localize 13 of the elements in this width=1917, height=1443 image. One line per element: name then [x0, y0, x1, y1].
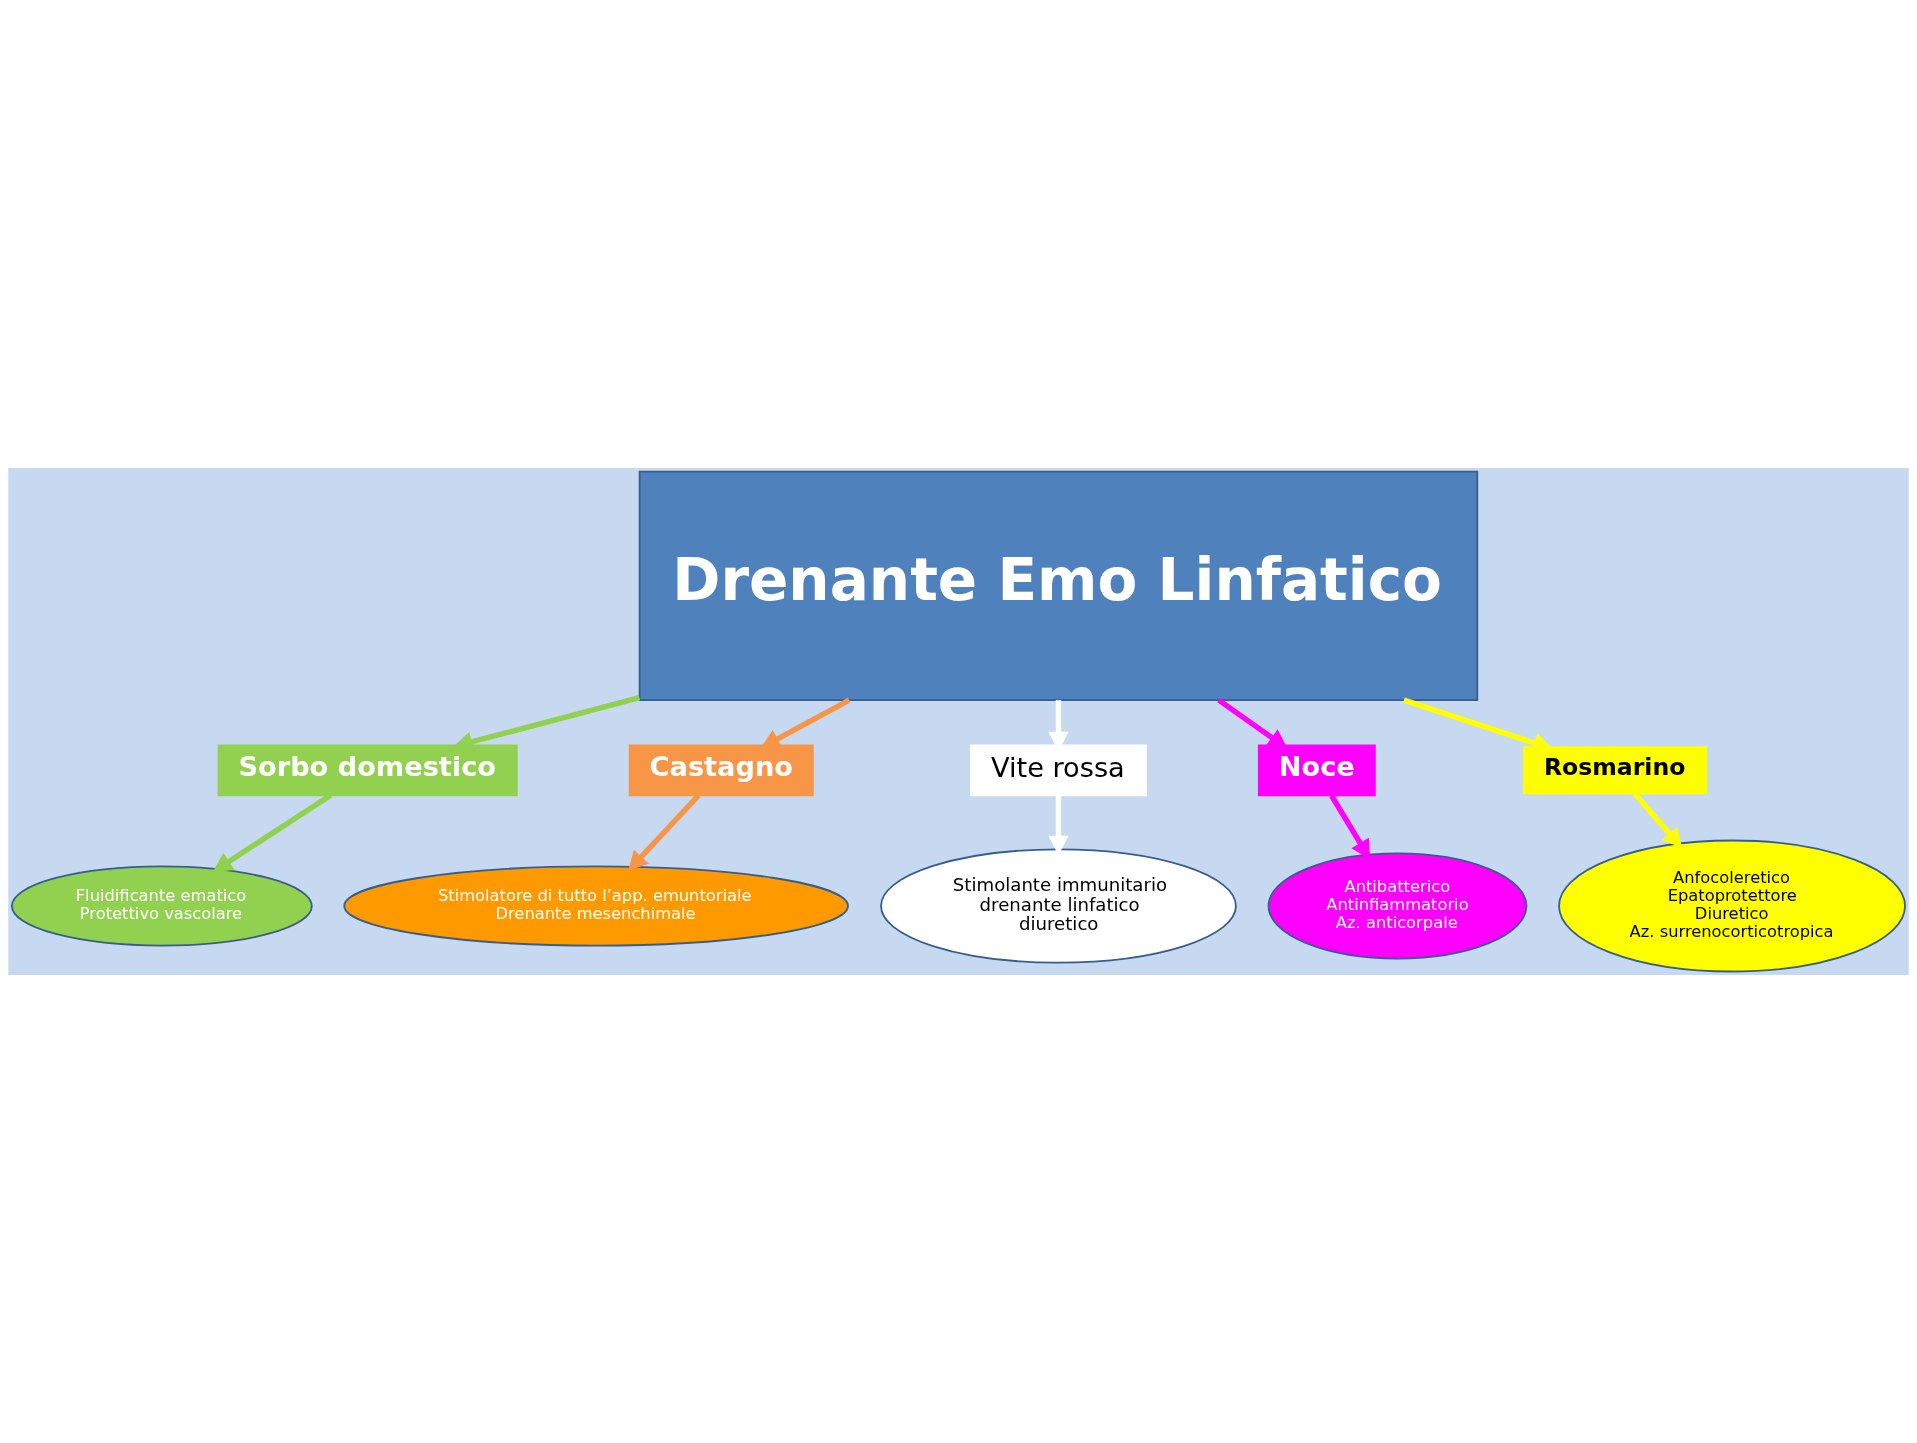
node-box: Drenante Emo Linfatico [638, 470, 1479, 701]
node-box: Vite rossa [970, 744, 1147, 797]
node-box: Castagno [628, 744, 814, 797]
node-ellipse: Anfocoleretico Epatoprotettore Diuretico Az. surrenocorticotropica [1558, 839, 1906, 973]
node-ellipse: Stimolatore di tutto l’app. emuntoriale Drenante mesenchimale [343, 865, 849, 947]
node-box: Sorbo domestico [217, 744, 518, 797]
node-box: Noce [1257, 744, 1376, 797]
arrow [212, 793, 333, 873]
node-box: Rosmarino [1523, 746, 1708, 795]
arrow [628, 793, 701, 871]
node-ellipse: Antibatterico Antinfiammatorio Az. anticorpale [1267, 852, 1528, 960]
node-ellipse: Fluidificante ematico Protettivo vascolare [11, 865, 313, 947]
node-ellipse: Stimolante immunitario drenante linfatico diuretico [880, 848, 1237, 964]
